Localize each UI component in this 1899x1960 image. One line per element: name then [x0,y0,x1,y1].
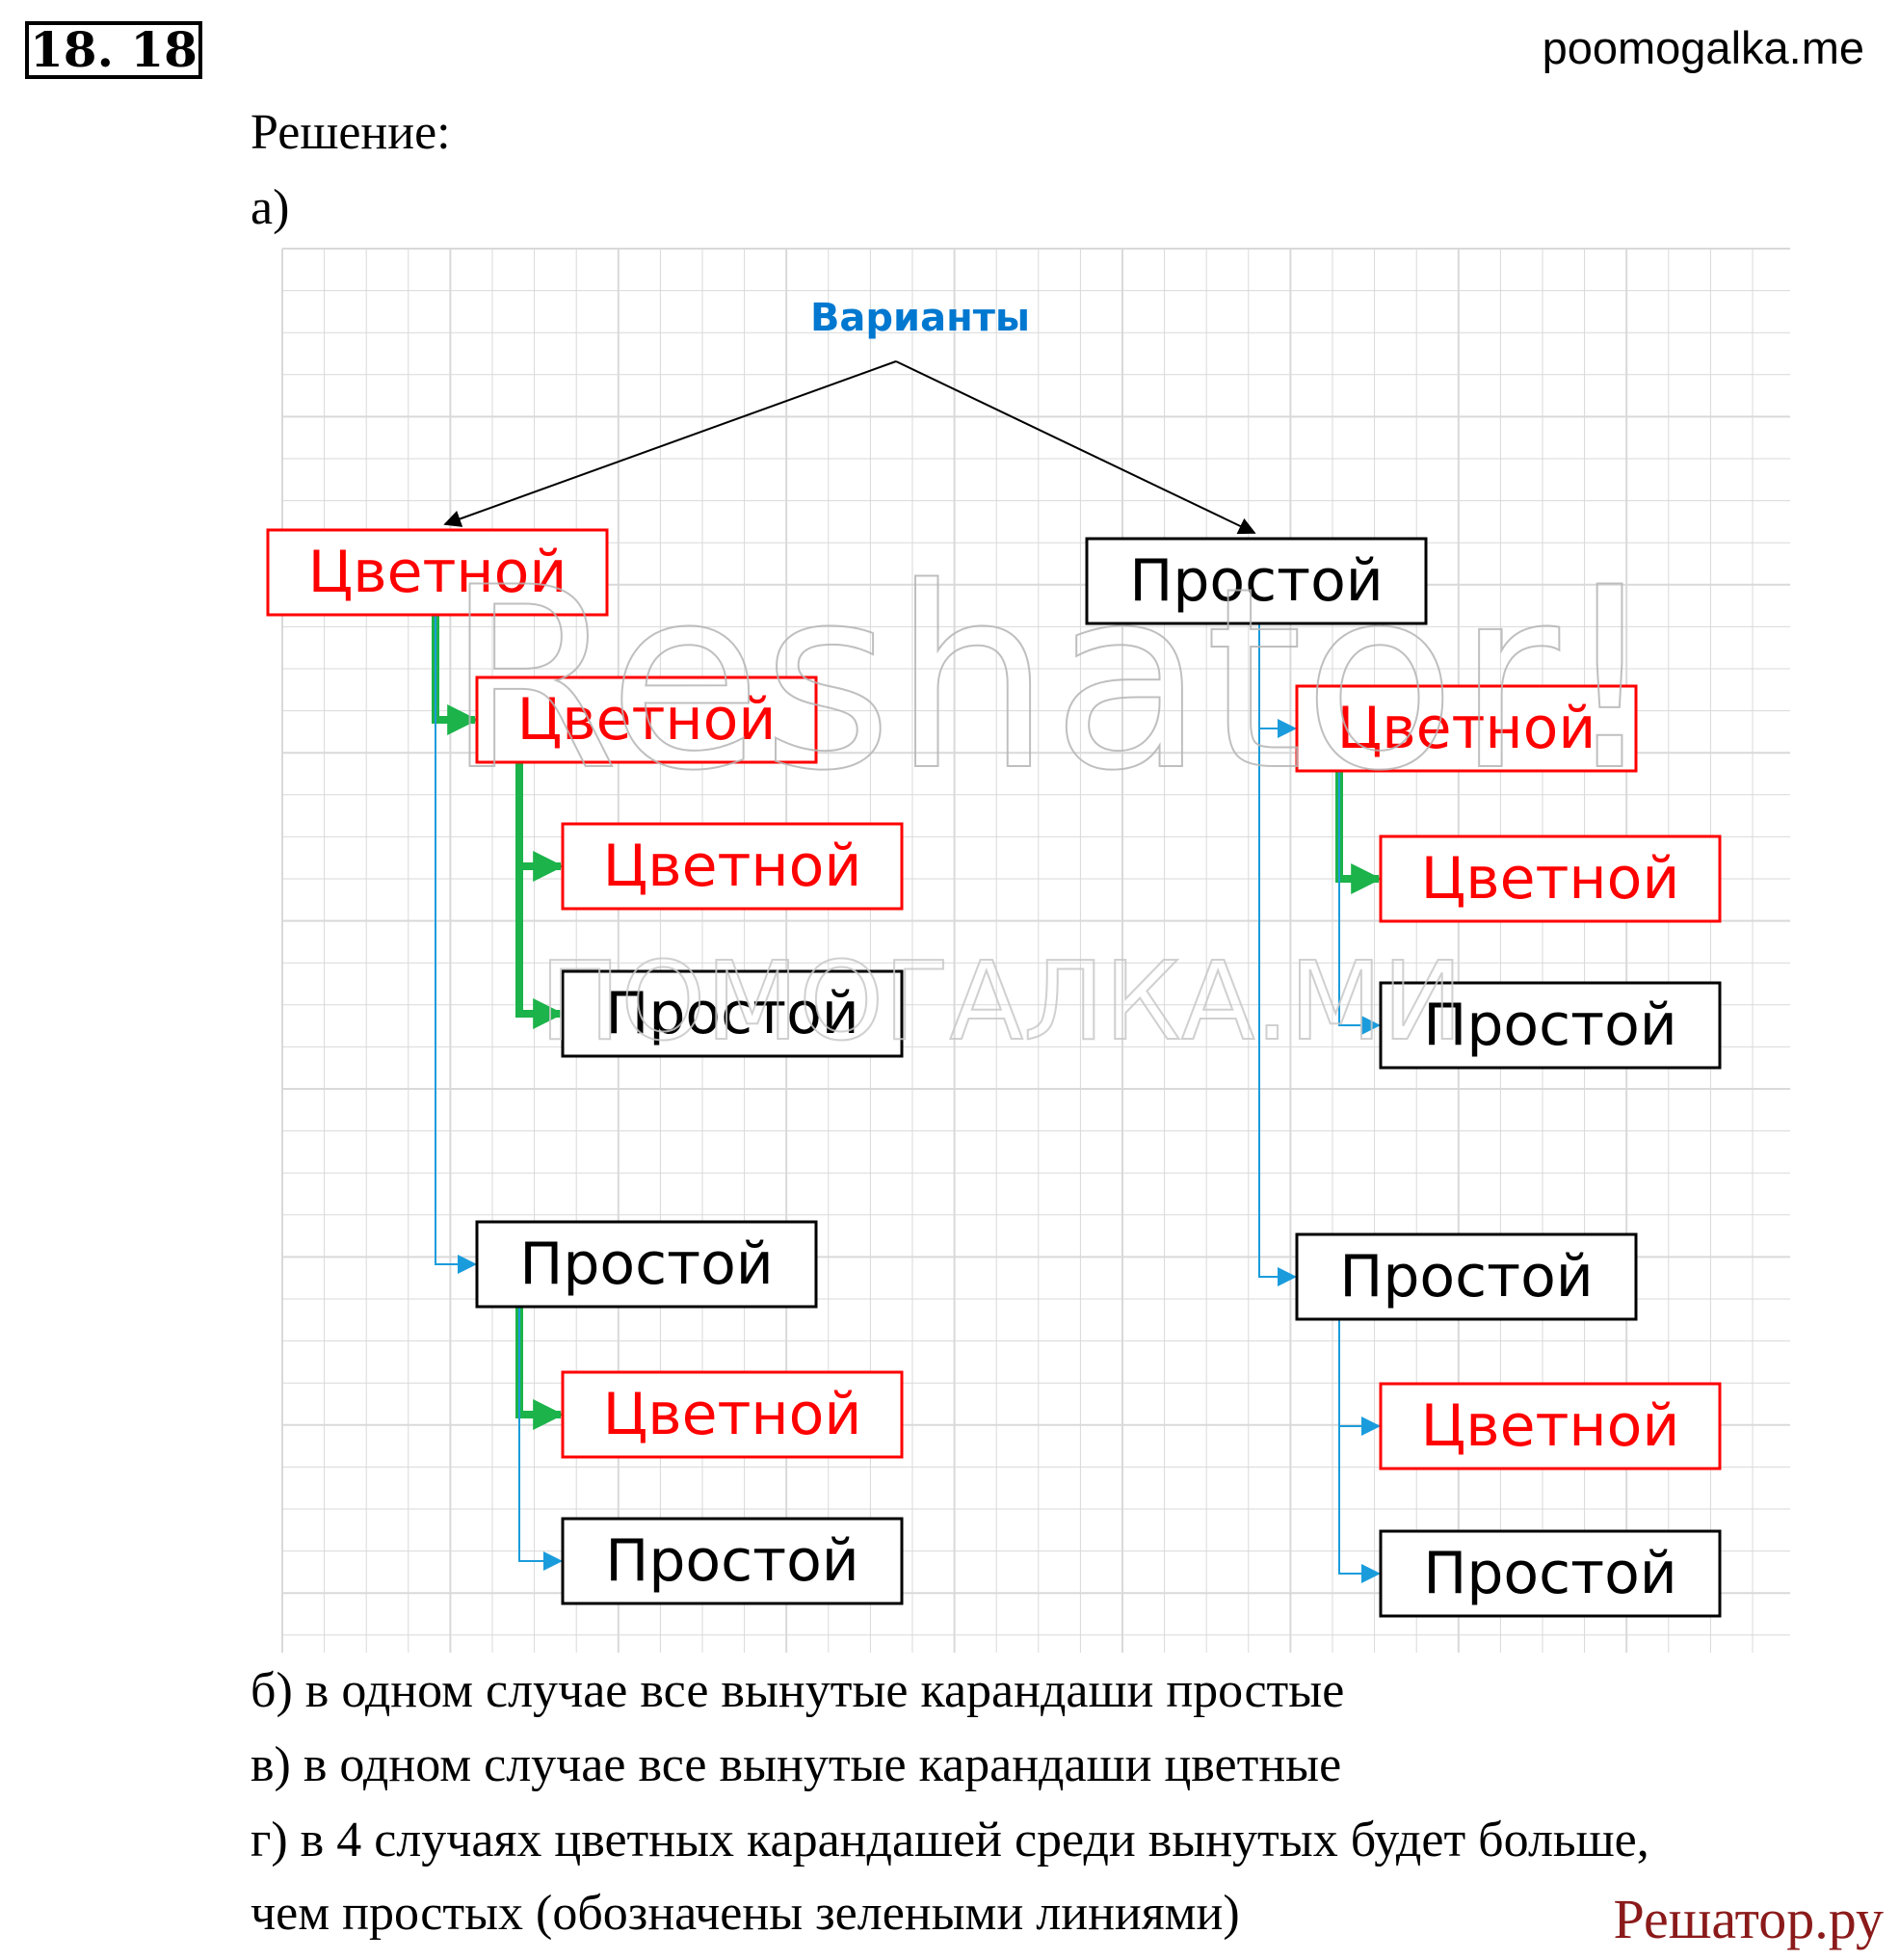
node-label: Цветной [1421,1392,1680,1460]
problem-number: 18. 18 [25,21,202,79]
node-R2b: Простой [1295,1232,1638,1321]
answer-b: б) в одном случае все вынутые карандаши … [251,1663,1345,1718]
edge-R2b-R3d [1338,1319,1381,1583]
watermark-pomogalka: ПОМОГАЛКА.МИ [540,940,1463,1065]
node-label: Цветной [1337,695,1596,762]
node-R3a: Цветной [1379,834,1722,923]
node-label: Простой [605,980,859,1047]
node-R3d: Простой [1379,1529,1722,1618]
solution-heading: Решение: [251,105,451,160]
edge-L1-L2b [435,615,477,1274]
node-R3c: Цветной [1379,1382,1722,1470]
watermark-reshator: Reshator! [445,535,1660,826]
node-L1: Цветной [266,528,609,617]
edge-L2a-L3b [515,762,565,1029]
brand-logo: Решатор.ру [1613,1888,1884,1950]
node-L3d: Простой [561,1517,904,1605]
edge-R1-R2b [1258,623,1297,1286]
node-label: Цветной [1421,845,1680,913]
edge-root-L1 [443,360,897,527]
edge-L2b-L3d [518,1307,563,1571]
answer-g-line1: г) в 4 случаях цветных карандашей среди … [251,1813,1649,1867]
svg-text:Варианты: Варианты [810,296,1030,340]
node-label: Цветной [603,833,862,900]
answer-v: в) в одном случае все вынутые карандаши … [251,1737,1342,1792]
watermarks: Reshator! ПОМОГАЛКА.МИ [444,534,1661,1066]
edge-root-R1 [895,360,1256,535]
node-R2a: Цветной [1295,684,1638,773]
node-label: Простой [1423,992,1677,1059]
part-a-label: а) [251,180,290,235]
node-label: Цветной [308,539,567,606]
node-R1: Простой [1085,537,1428,625]
node-L2b: Простой [475,1220,818,1309]
edge-R2b-R3c [1338,1319,1381,1436]
root-label: Варианты [810,296,1030,340]
node-label: Простой [519,1231,774,1298]
answer-g-line2: чем простых (обозначены зелеными линиями… [251,1886,1240,1941]
node-label: Цветной [517,686,777,754]
edges [432,360,1383,1583]
node-label: Цветной [603,1381,862,1448]
node-label: Простой [1129,547,1384,615]
node-L3c: Цветной [561,1370,904,1459]
edge-L2b-L3c [515,1307,565,1430]
node-L3b: Простой [561,969,904,1058]
node-L2a: Цветной [475,675,818,764]
node-label: Простой [1423,1540,1677,1607]
site-name: poomogalka.me [1542,22,1864,73]
edge-R2a-R3b [1338,771,1381,1035]
node-label: Простой [1339,1243,1594,1311]
node-R3b: Простой [1379,981,1722,1070]
node-label: Простой [605,1527,859,1595]
node-L3a: Цветной [561,822,904,911]
